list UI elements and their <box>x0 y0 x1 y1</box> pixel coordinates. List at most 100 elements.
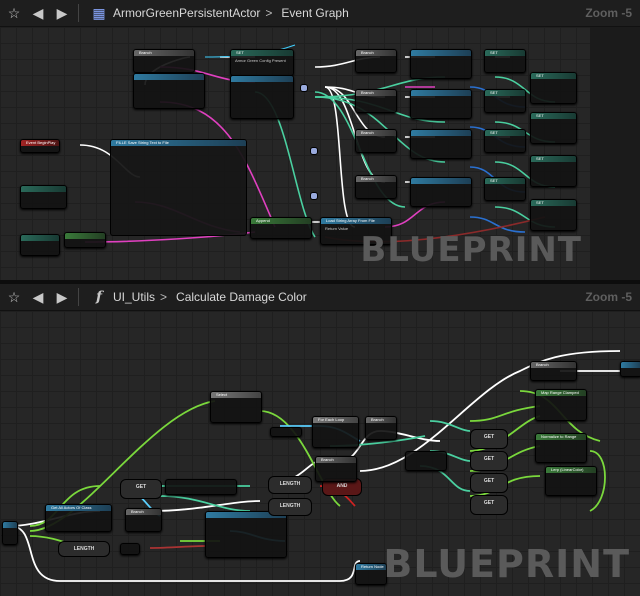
node-title: FILLE Save String Text to File <box>111 140 246 146</box>
getter-node[interactable] <box>64 232 106 248</box>
reroute-node[interactable] <box>310 147 318 155</box>
config-getter-node[interactable] <box>133 73 205 109</box>
variable-node[interactable] <box>20 185 67 209</box>
node-title <box>65 233 105 239</box>
append-node[interactable]: Append <box>250 217 312 239</box>
title-bar: ☆ ◀ ▶ f UI_Utils > Calculate Damage Colo… <box>0 284 640 311</box>
reroute-node[interactable] <box>300 84 308 92</box>
lerp-node[interactable]: Lerp (LinearColor) <box>545 466 597 496</box>
back-arrow-icon[interactable]: ◀ <box>32 4 44 21</box>
function-icon: f <box>95 289 103 305</box>
node-title: SET <box>531 156 576 162</box>
set-node-6[interactable]: SET <box>530 112 577 144</box>
set-node[interactable]: SET Armor Green Config Present <box>230 49 294 76</box>
back-arrow-icon[interactable]: ◀ <box>32 288 44 305</box>
event-beginplay-node[interactable]: Event BeginPlay <box>20 139 60 153</box>
target-getter-node[interactable] <box>165 479 237 495</box>
set-node-3[interactable]: SET <box>484 129 526 153</box>
branch-node-2[interactable]: Branch <box>355 89 397 113</box>
armor-config-node-2[interactable] <box>410 89 472 119</box>
armor-config-node-3[interactable] <box>410 129 472 159</box>
forward-arrow-icon[interactable]: ▶ <box>56 288 68 305</box>
node-title: Event BeginPlay <box>21 140 59 146</box>
forward-arrow-icon[interactable]: ▶ <box>56 4 68 21</box>
divider <box>78 288 79 306</box>
variable-node-2[interactable] <box>20 234 60 256</box>
node-title <box>3 522 17 528</box>
node-title: Map Range Clamped <box>536 390 586 396</box>
branch-node-4[interactable]: Branch <box>530 361 577 381</box>
breadcrumb-asset[interactable]: ArmorGreenPersistentActor <box>113 6 261 20</box>
map-range-node[interactable]: Map Range Clamped <box>535 389 587 421</box>
for-each-node[interactable]: For Each Loop <box>312 416 359 448</box>
node-title <box>206 512 286 518</box>
get-all-actors-node[interactable]: Get All Actors Of Class <box>45 504 112 532</box>
return-node-2[interactable]: Return Node <box>355 563 387 585</box>
star-icon[interactable]: ☆ <box>7 4 21 21</box>
variable-node[interactable] <box>270 427 302 437</box>
zoom-level: Zoom -5 <box>585 6 632 20</box>
event-graph-panel: ☆ ◀ ▶ ▦ ArmorGreenPersistentActor > Even… <box>0 0 640 280</box>
config-setter-node[interactable] <box>230 75 294 119</box>
node-title: Branch <box>356 176 396 182</box>
get-node-5[interactable]: GET <box>470 495 508 515</box>
armor-config-node-4[interactable] <box>410 177 472 207</box>
length-node-1[interactable]: LENGTH <box>58 541 110 557</box>
set-node-1[interactable]: SET <box>484 49 526 73</box>
set-node-2[interactable]: SET <box>484 89 526 113</box>
load-string-node[interactable]: Load String Array From File Return Value <box>320 217 392 245</box>
get-node-3[interactable]: GET <box>470 451 508 471</box>
branch-node-3[interactable]: Branch <box>355 129 397 153</box>
node-title <box>411 50 471 56</box>
set-node-5[interactable]: SET <box>530 72 577 104</box>
normalize-node[interactable]: Normalize to Range <box>535 433 587 463</box>
node-pin: Return Value <box>325 226 349 231</box>
length-node-3[interactable]: LENGTH <box>268 498 312 516</box>
node-title: Append <box>251 218 311 224</box>
breadcrumb-graph[interactable]: Event Graph <box>281 6 349 20</box>
node-title <box>411 90 471 96</box>
node-pin: Armor Green Config Present <box>235 58 286 63</box>
breadcrumb-graph[interactable]: Calculate Damage Color <box>176 290 307 304</box>
set-node-8[interactable]: SET <box>530 199 577 231</box>
comparison-node[interactable] <box>120 543 140 555</box>
get-node-4[interactable]: GET <box>470 473 508 493</box>
length-node-2[interactable]: LENGTH <box>268 476 312 494</box>
node-title <box>621 362 640 368</box>
graph-canvas[interactable]: Event BeginPlay Branch SET Armor Green C… <box>0 27 590 280</box>
set-node-4[interactable]: SET <box>484 177 526 201</box>
node-title: Return Node <box>356 564 386 570</box>
node-title: SET <box>531 73 576 79</box>
get-node-2[interactable]: GET <box>470 429 508 449</box>
node-title: SET <box>231 50 293 56</box>
and-node[interactable]: AND <box>322 478 362 496</box>
branch-node-4[interactable]: Branch <box>355 175 397 199</box>
breadcrumb-asset[interactable]: UI_Utils <box>113 290 156 304</box>
armor-config-node-1[interactable] <box>410 49 472 79</box>
graph-canvas[interactable]: Get All Actors Of Class LENGTH GET Branc… <box>0 311 640 596</box>
save-string-node[interactable]: FILLE Save String Text to File <box>110 139 247 236</box>
branch-node[interactable]: Branch <box>125 508 162 532</box>
node-title: SET <box>485 50 525 56</box>
chevron-right-icon: > <box>160 290 168 304</box>
set-node-7[interactable]: SET <box>530 155 577 187</box>
blueprint-watermark: BLUEPRINT <box>360 230 582 270</box>
reroute-node[interactable] <box>310 192 318 200</box>
star-icon[interactable]: ☆ <box>7 288 21 305</box>
function-entry-node[interactable] <box>2 521 18 545</box>
branch-node-1[interactable]: Branch <box>355 49 397 73</box>
branch-node[interactable]: Branch <box>133 49 195 73</box>
return-node-1[interactable] <box>620 361 640 377</box>
branch-node-3[interactable]: Branch <box>365 416 397 440</box>
select-node[interactable]: Select <box>210 391 262 423</box>
node-title <box>21 186 66 192</box>
branch-node-2[interactable]: Branch <box>315 456 357 482</box>
blueprint-watermark: BLUEPRINT <box>383 542 630 586</box>
graph-icon: ▦ <box>92 4 106 21</box>
node-title: SET <box>485 90 525 96</box>
spawn-actor-node[interactable] <box>205 511 287 558</box>
get-node-1[interactable]: GET <box>120 479 162 499</box>
node-title: SET <box>485 130 525 136</box>
node-title: Branch <box>366 417 396 423</box>
color-getter-node[interactable] <box>405 451 447 471</box>
